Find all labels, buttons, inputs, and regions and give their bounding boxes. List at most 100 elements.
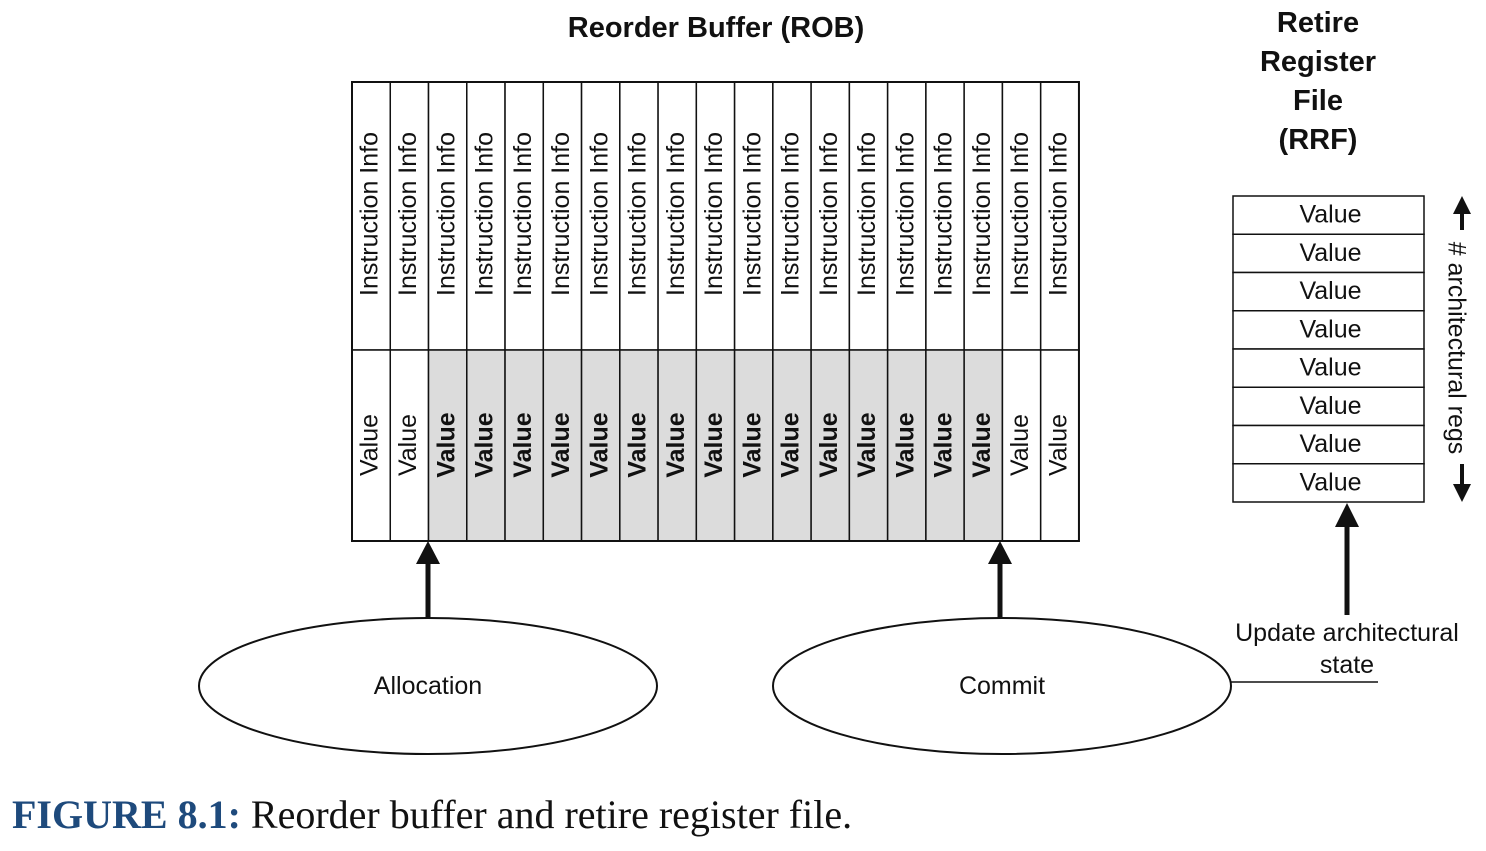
allocation-stage: Allocation: [198, 617, 658, 755]
rob-value-cell: [542, 349, 583, 542]
arch-regs-arrow-down: [1453, 484, 1471, 502]
update-arrow: [1335, 503, 1359, 615]
rob-info-label: Instruction Info: [509, 132, 537, 296]
rob-value-cell: [1001, 349, 1042, 542]
rrf-cell: [1232, 233, 1425, 274]
rob-value-label: Value: [1006, 414, 1034, 476]
rrf-title-line-2: Register: [1260, 46, 1376, 78]
rob-value-label: Value: [394, 414, 422, 476]
rob-info-cell: [848, 81, 889, 351]
rrf-cell: [1232, 463, 1425, 503]
rrf-title-line-3: File: [1293, 85, 1343, 117]
update-state: Update architectural state: [1230, 619, 1459, 683]
rob-info-label: Instruction Info: [432, 132, 460, 296]
rob-value-label: Value: [356, 414, 384, 476]
rrf-value: Value: [1299, 354, 1361, 382]
rob-value-label: Value: [815, 412, 843, 477]
rob-info-label: Instruction Info: [394, 132, 422, 296]
figure-caption: FIGURE 8.1: Reorder buffer and retire re…: [12, 792, 852, 837]
rrf-cell: [1232, 424, 1425, 465]
rob-value-cell: [848, 349, 889, 542]
rrf-row: Value: [1232, 424, 1425, 465]
allocation-label: Allocation: [374, 672, 482, 700]
rob-value-label: Value: [471, 412, 499, 477]
rob-value-label: Value: [547, 412, 575, 477]
rrf-row: Value: [1232, 195, 1425, 235]
rob-value-cell: [619, 349, 659, 542]
rob-info-cell: [733, 81, 774, 351]
rob-value-label: Value: [853, 412, 881, 477]
rrf-title-line-4: (RRF): [1279, 124, 1358, 156]
rob-value-label: Value: [777, 412, 805, 477]
rrf-value: Value: [1299, 430, 1361, 458]
rob-value-label: Value: [585, 412, 613, 477]
rob-value-label: Value: [662, 412, 690, 477]
rob-info-label: Instruction Info: [815, 132, 843, 296]
rrf-value: Value: [1299, 239, 1361, 267]
allocation-arrow: [416, 541, 440, 618]
rob-info-cell: [657, 81, 698, 351]
rrf-cell: [1232, 310, 1425, 350]
update-arrow-head: [1335, 503, 1359, 527]
rob-frame: [351, 81, 1080, 542]
rrf-row: Value: [1232, 348, 1425, 388]
commit-stage: Commit: [772, 617, 1232, 755]
rob-value-label: Value: [891, 412, 919, 477]
rob-title: Reorder Buffer (ROB): [568, 12, 864, 44]
rob-info-label: Instruction Info: [738, 132, 766, 296]
caption-lead: FIGURE 8.1:: [12, 792, 241, 837]
rob-info-label: Instruction Info: [853, 132, 881, 296]
rrf-title-line-1: Retire: [1277, 7, 1359, 39]
rrf-row: Value: [1232, 386, 1425, 427]
rob-value-cell: [580, 349, 621, 542]
rob-info-label: Instruction Info: [930, 132, 958, 296]
rob-value-cell: [351, 349, 392, 542]
rob-info-label: Instruction Info: [624, 132, 652, 296]
allocation-ellipse: [198, 617, 658, 755]
arch-regs-indicator: # architectural regs: [1442, 196, 1476, 502]
rob-value-label: Value: [509, 412, 537, 477]
rob-info-label: Instruction Info: [891, 132, 919, 296]
rob-value-label: Value: [624, 412, 652, 477]
commit-arrow-head: [988, 541, 1012, 564]
rob-info-cell: [772, 81, 812, 351]
rob-info-label: Instruction Info: [471, 132, 499, 296]
rob-info-cell: [886, 81, 927, 351]
commit-arrow: [988, 541, 1012, 618]
rob-info-label: Instruction Info: [662, 132, 690, 296]
rob-info-label: Instruction Info: [1044, 132, 1072, 296]
rob-value-cell: [504, 349, 545, 542]
rob-info-cell: [695, 81, 736, 351]
rob-info-label: Instruction Info: [700, 132, 728, 296]
rob-value-label: Value: [432, 412, 460, 477]
rrf-cell: [1232, 195, 1425, 235]
rob-value-cell: [466, 349, 506, 542]
rrf-row: Value: [1232, 233, 1425, 274]
rrf-value: Value: [1299, 392, 1361, 420]
rrf-cell: [1232, 386, 1425, 427]
rob-value-cell: [733, 349, 774, 542]
rob-info-label: Instruction Info: [777, 132, 805, 296]
rob-value-cell: [695, 349, 736, 542]
rrf-value: Value: [1299, 468, 1361, 496]
caption-text: Reorder buffer and retire register file.: [241, 792, 852, 837]
rob-info-label: Instruction Info: [968, 132, 996, 296]
arch-regs-label: # architectural regs: [1442, 242, 1470, 455]
arch-regs-label-bg: [1448, 230, 1476, 464]
rob-value-label: Value: [1044, 414, 1072, 476]
